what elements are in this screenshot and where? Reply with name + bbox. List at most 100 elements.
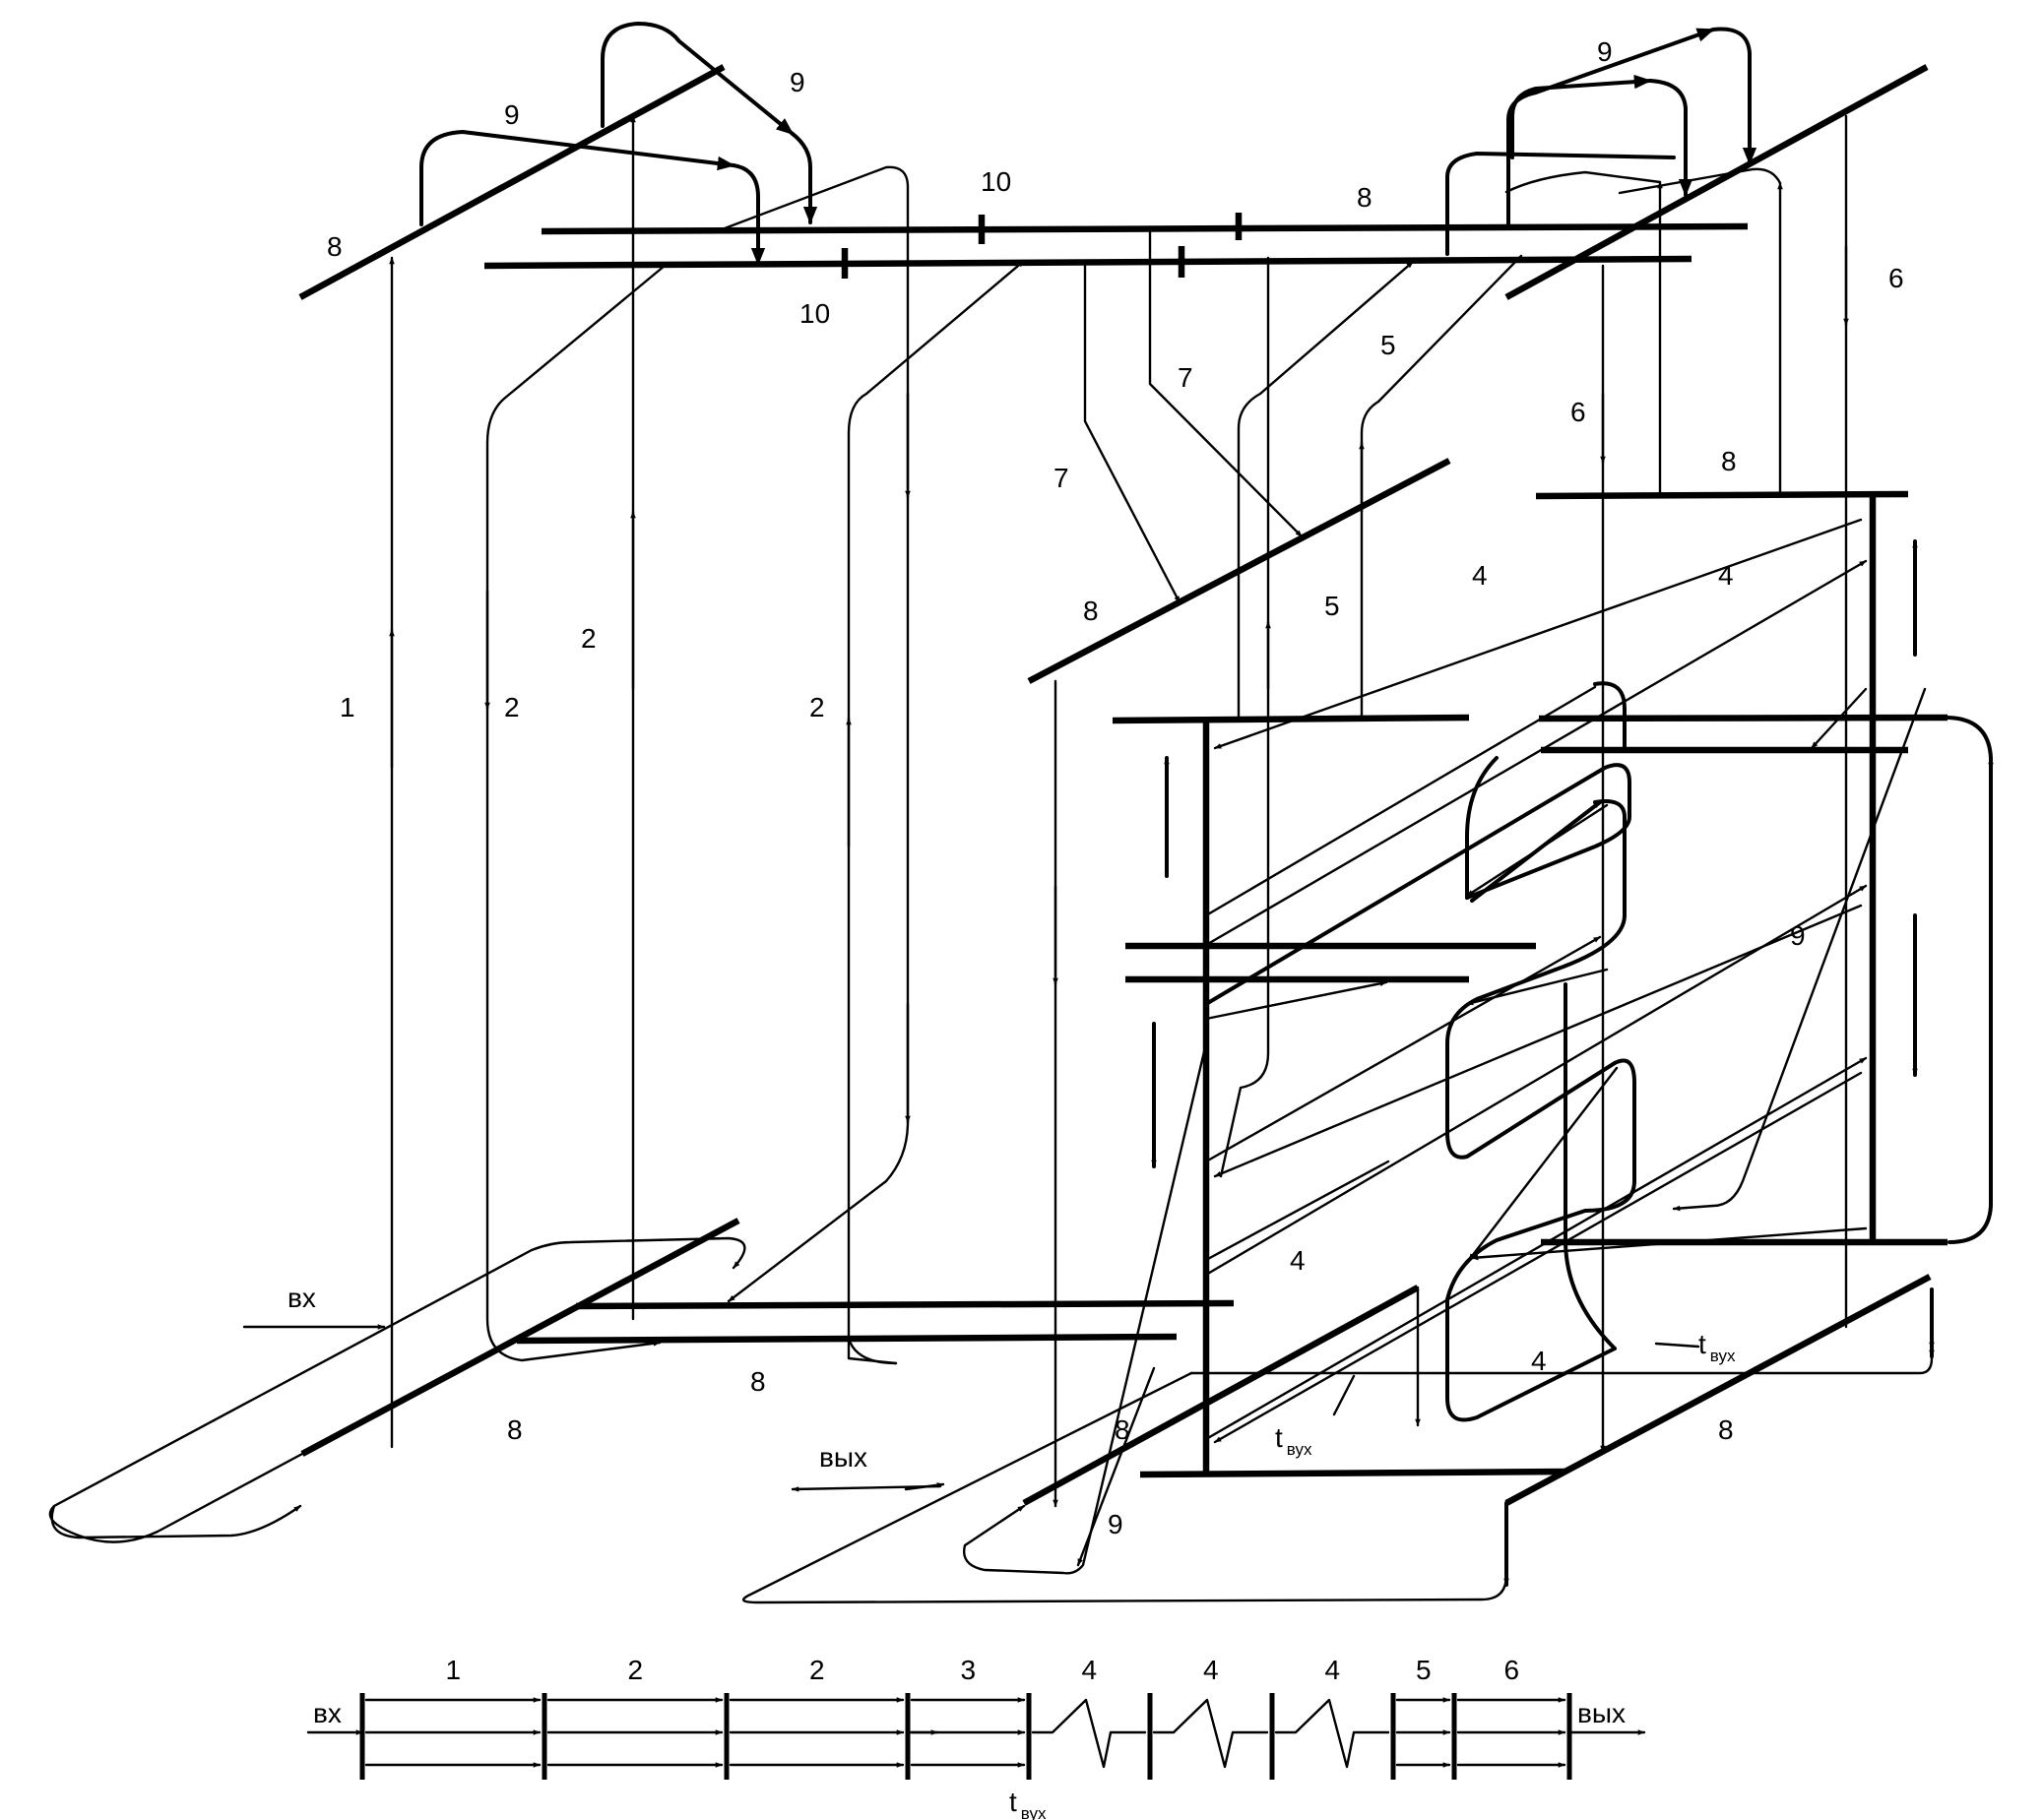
bypass-pipe bbox=[1445, 152, 1676, 256]
route-5-a bbox=[1237, 260, 1415, 721]
temp-pointer-left bbox=[1332, 1374, 1356, 1416]
route-7-a bbox=[1083, 264, 1181, 604]
scheme-section-label: 1 bbox=[446, 1655, 462, 1685]
scheme-coil-line bbox=[1152, 1698, 1269, 1769]
header-stage-4b-bottom bbox=[1139, 1468, 1566, 1478]
label-9: 9 bbox=[1108, 1509, 1123, 1539]
outlet-arrow-tip bbox=[904, 1482, 945, 1491]
coil-line bbox=[1465, 968, 1609, 1006]
header-right-upper bbox=[1535, 490, 1909, 500]
flow-arrows bbox=[1151, 539, 1918, 1168]
bypass-pipe bbox=[791, 132, 818, 224]
label-8: 8 bbox=[750, 1366, 766, 1397]
coil-line bbox=[1204, 559, 1868, 947]
label-4: 4 bbox=[1531, 1346, 1547, 1376]
label-2: 2 bbox=[504, 692, 520, 722]
label-6: 6 bbox=[1888, 263, 1904, 293]
label-4: 4 bbox=[1472, 560, 1488, 591]
coil-line bbox=[1465, 756, 1499, 900]
temp-pointer-right bbox=[1654, 1342, 1700, 1349]
route-2-pass-c bbox=[847, 259, 1026, 1365]
scheme-coil-line bbox=[1274, 1698, 1390, 1769]
label-2: 2 bbox=[581, 623, 597, 654]
label-8: 8 bbox=[1083, 596, 1099, 626]
label-5: 5 bbox=[1324, 591, 1340, 621]
label-1: 1 bbox=[340, 692, 355, 722]
label-9: 9 bbox=[1597, 36, 1613, 67]
headers bbox=[298, 64, 1948, 1506]
scheme-inlet-label: вх bbox=[313, 1698, 342, 1728]
label-7: 7 bbox=[1178, 362, 1193, 393]
route-5-b bbox=[1360, 254, 1523, 721]
header-top-left-diagonal bbox=[298, 64, 726, 300]
coil-line bbox=[1213, 904, 1863, 1178]
coil-line bbox=[1810, 687, 1868, 750]
label-8: 8 bbox=[327, 231, 343, 262]
diagram-labels: 1 2 2 2 4 4 4 4 5 5 6 6 7 7 8 8 8 8 8 8 … bbox=[287, 36, 1904, 1539]
route-6 bbox=[1415, 114, 1849, 1454]
bypass-pipes bbox=[419, 22, 1757, 266]
coil-line bbox=[1213, 1071, 1863, 1444]
coil-line bbox=[1213, 518, 1863, 750]
coil-line bbox=[1204, 935, 1602, 1163]
separators bbox=[841, 213, 1243, 279]
scheme-section-label: 4 bbox=[1203, 1655, 1219, 1685]
scheme-section-label: 2 bbox=[809, 1655, 825, 1685]
label-5: 5 bbox=[1380, 330, 1396, 360]
route-1-return bbox=[50, 1504, 302, 1539]
scheme-section-label: 3 bbox=[961, 1655, 977, 1685]
route-7-down bbox=[1219, 256, 1270, 1178]
header-lower-diagonal bbox=[1022, 1285, 1420, 1506]
scheme-walls bbox=[359, 1693, 1572, 1780]
coil-line bbox=[1467, 1066, 1619, 1262]
inlet-label: вх bbox=[287, 1283, 316, 1313]
route-2 bbox=[484, 114, 1026, 1365]
header-right-stage-top bbox=[1538, 714, 1948, 722]
coil-line bbox=[1465, 803, 1609, 898]
label-9: 9 bbox=[790, 67, 805, 97]
label-4: 4 bbox=[1718, 560, 1734, 591]
route-1 bbox=[48, 256, 746, 1543]
label-10: 10 bbox=[981, 166, 1011, 197]
bypass-pipe bbox=[1711, 27, 1757, 165]
coil-line bbox=[1445, 1058, 1636, 1422]
stage-4-coils bbox=[1204, 518, 1994, 1444]
route-9-bottom bbox=[963, 1041, 1208, 1575]
label-8: 8 bbox=[1357, 182, 1373, 213]
bypass-pipe bbox=[732, 163, 766, 266]
label-8: 8 bbox=[507, 1414, 523, 1445]
scheme-section-label: 5 bbox=[1416, 1655, 1432, 1685]
label-2: 2 bbox=[809, 692, 825, 722]
scheme-coil-line bbox=[1031, 1698, 1147, 1769]
bypass-pipe bbox=[419, 130, 735, 226]
coil-line bbox=[1593, 681, 1627, 750]
label-9: 9 bbox=[504, 99, 520, 130]
header-bottom-front bbox=[516, 1333, 1178, 1345]
bypass-pipe bbox=[1648, 79, 1693, 197]
coil-line bbox=[1564, 982, 1617, 1350]
route-6-bend bbox=[1618, 167, 1782, 195]
return-line bbox=[1189, 1287, 1935, 1375]
coil-line bbox=[1204, 980, 1388, 1021]
outlet-routing bbox=[741, 679, 1935, 1604]
label-8: 8 bbox=[1721, 446, 1737, 476]
route-6-bend bbox=[1504, 170, 1662, 194]
header-top-back bbox=[541, 222, 1749, 235]
route-9-right bbox=[1672, 687, 1927, 1212]
coil-line bbox=[1204, 763, 1631, 1006]
route-2-pass-b bbox=[715, 165, 910, 1303]
header-lower-right-diagonal bbox=[1504, 1274, 1932, 1506]
coil-line bbox=[1204, 1056, 1868, 1441]
label-6: 6 bbox=[1570, 397, 1586, 427]
label-8: 8 bbox=[1718, 1414, 1734, 1445]
route-2-bend bbox=[847, 1337, 898, 1365]
label-7: 7 bbox=[1053, 463, 1069, 493]
route-1-loop bbox=[48, 1236, 746, 1543]
label-8: 8 bbox=[1115, 1414, 1130, 1445]
